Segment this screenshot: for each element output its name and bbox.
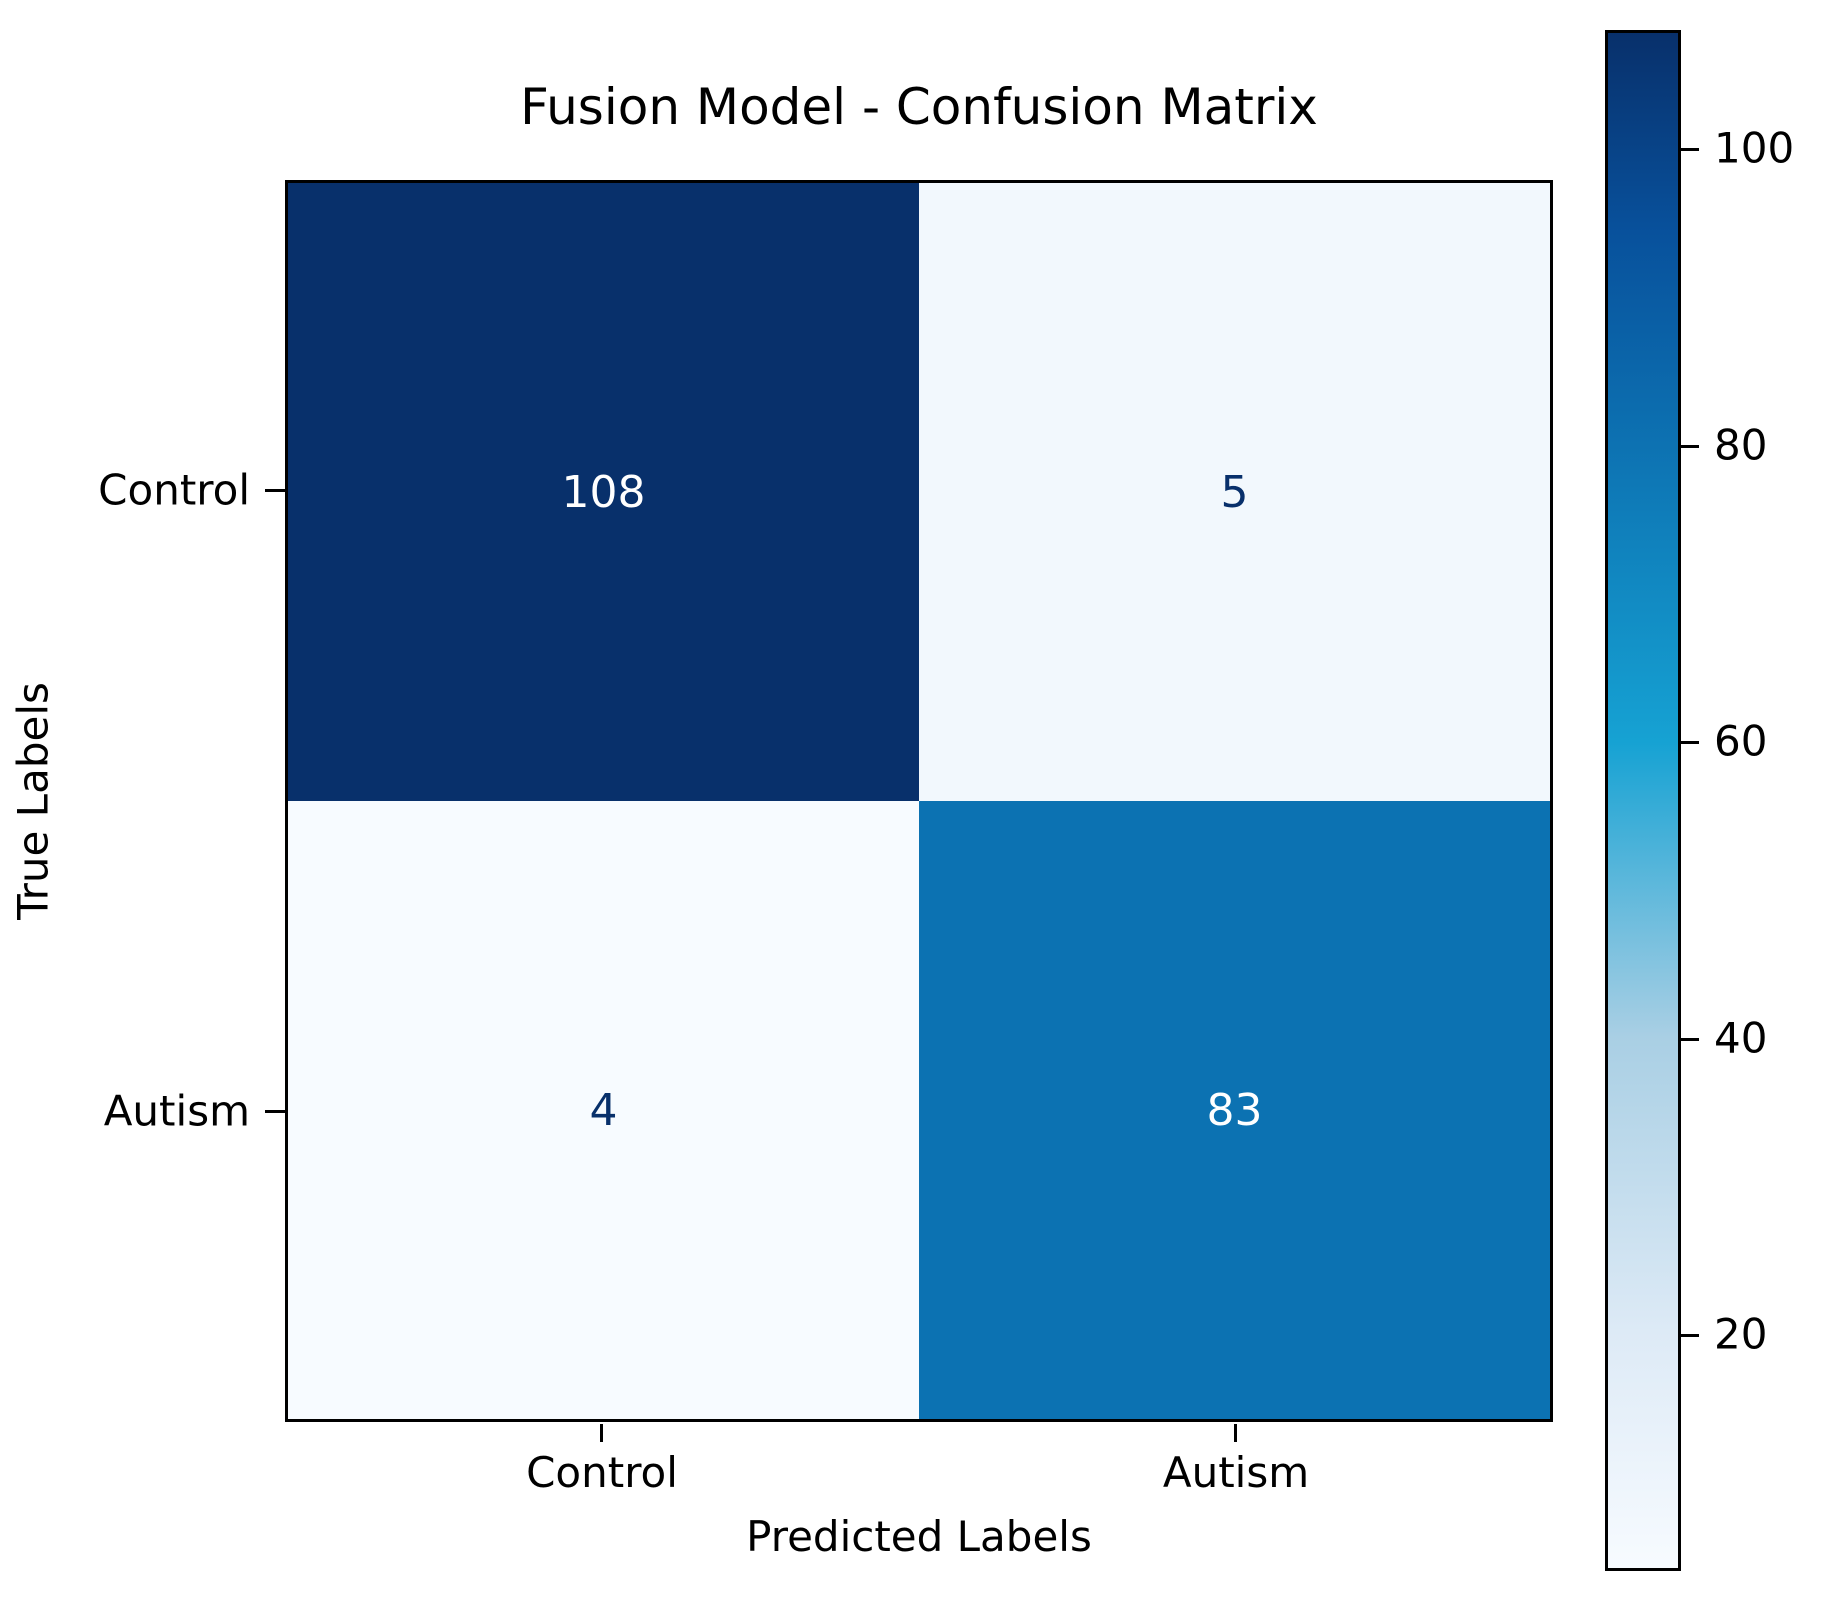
y-tick-label-control: Control [98, 465, 250, 515]
colorbar-tick-mark-60 [1681, 741, 1699, 744]
x-tick-mark-control [600, 1424, 603, 1442]
x-tick-mark-autism [1234, 1424, 1237, 1442]
x-axis-title: Predicted Labels [746, 1512, 1092, 1561]
x-tick-label-autism: Autism [1162, 1448, 1310, 1497]
matrix-plot-area: 108 5 4 83 [285, 180, 1553, 1422]
y-tick-mark-control [265, 489, 285, 492]
chart-title: Fusion Model - Confusion Matrix [520, 78, 1318, 136]
colorbar-tick-label-80: 80 [1714, 420, 1768, 470]
colorbar-tick-mark-100 [1681, 148, 1699, 151]
y-tick-label-autism: Autism [103, 1086, 250, 1136]
y-tick-mark-autism [265, 1110, 285, 1113]
matrix-cell-true-autism-pred-control: 4 [288, 801, 919, 1419]
colorbar-tick-label-40: 40 [1714, 1013, 1768, 1063]
matrix-cell-true-control-pred-autism: 5 [919, 183, 1550, 801]
matrix-cell-true-autism-pred-autism: 83 [919, 801, 1550, 1419]
x-tick-label-control: Control [526, 1448, 678, 1497]
colorbar-gradient [1605, 30, 1681, 1571]
matrix-cell-true-control-pred-control: 108 [288, 183, 919, 801]
y-axis-title: True Labels [8, 682, 58, 920]
colorbar-tick-label-60: 60 [1714, 716, 1768, 766]
colorbar-tick-label-20: 20 [1714, 1309, 1768, 1359]
colorbar-tick-mark-20 [1681, 1334, 1699, 1337]
colorbar-tick-mark-40 [1681, 1038, 1699, 1041]
colorbar-tick-mark-80 [1681, 445, 1699, 448]
colorbar-tick-label-100: 100 [1714, 123, 1795, 173]
